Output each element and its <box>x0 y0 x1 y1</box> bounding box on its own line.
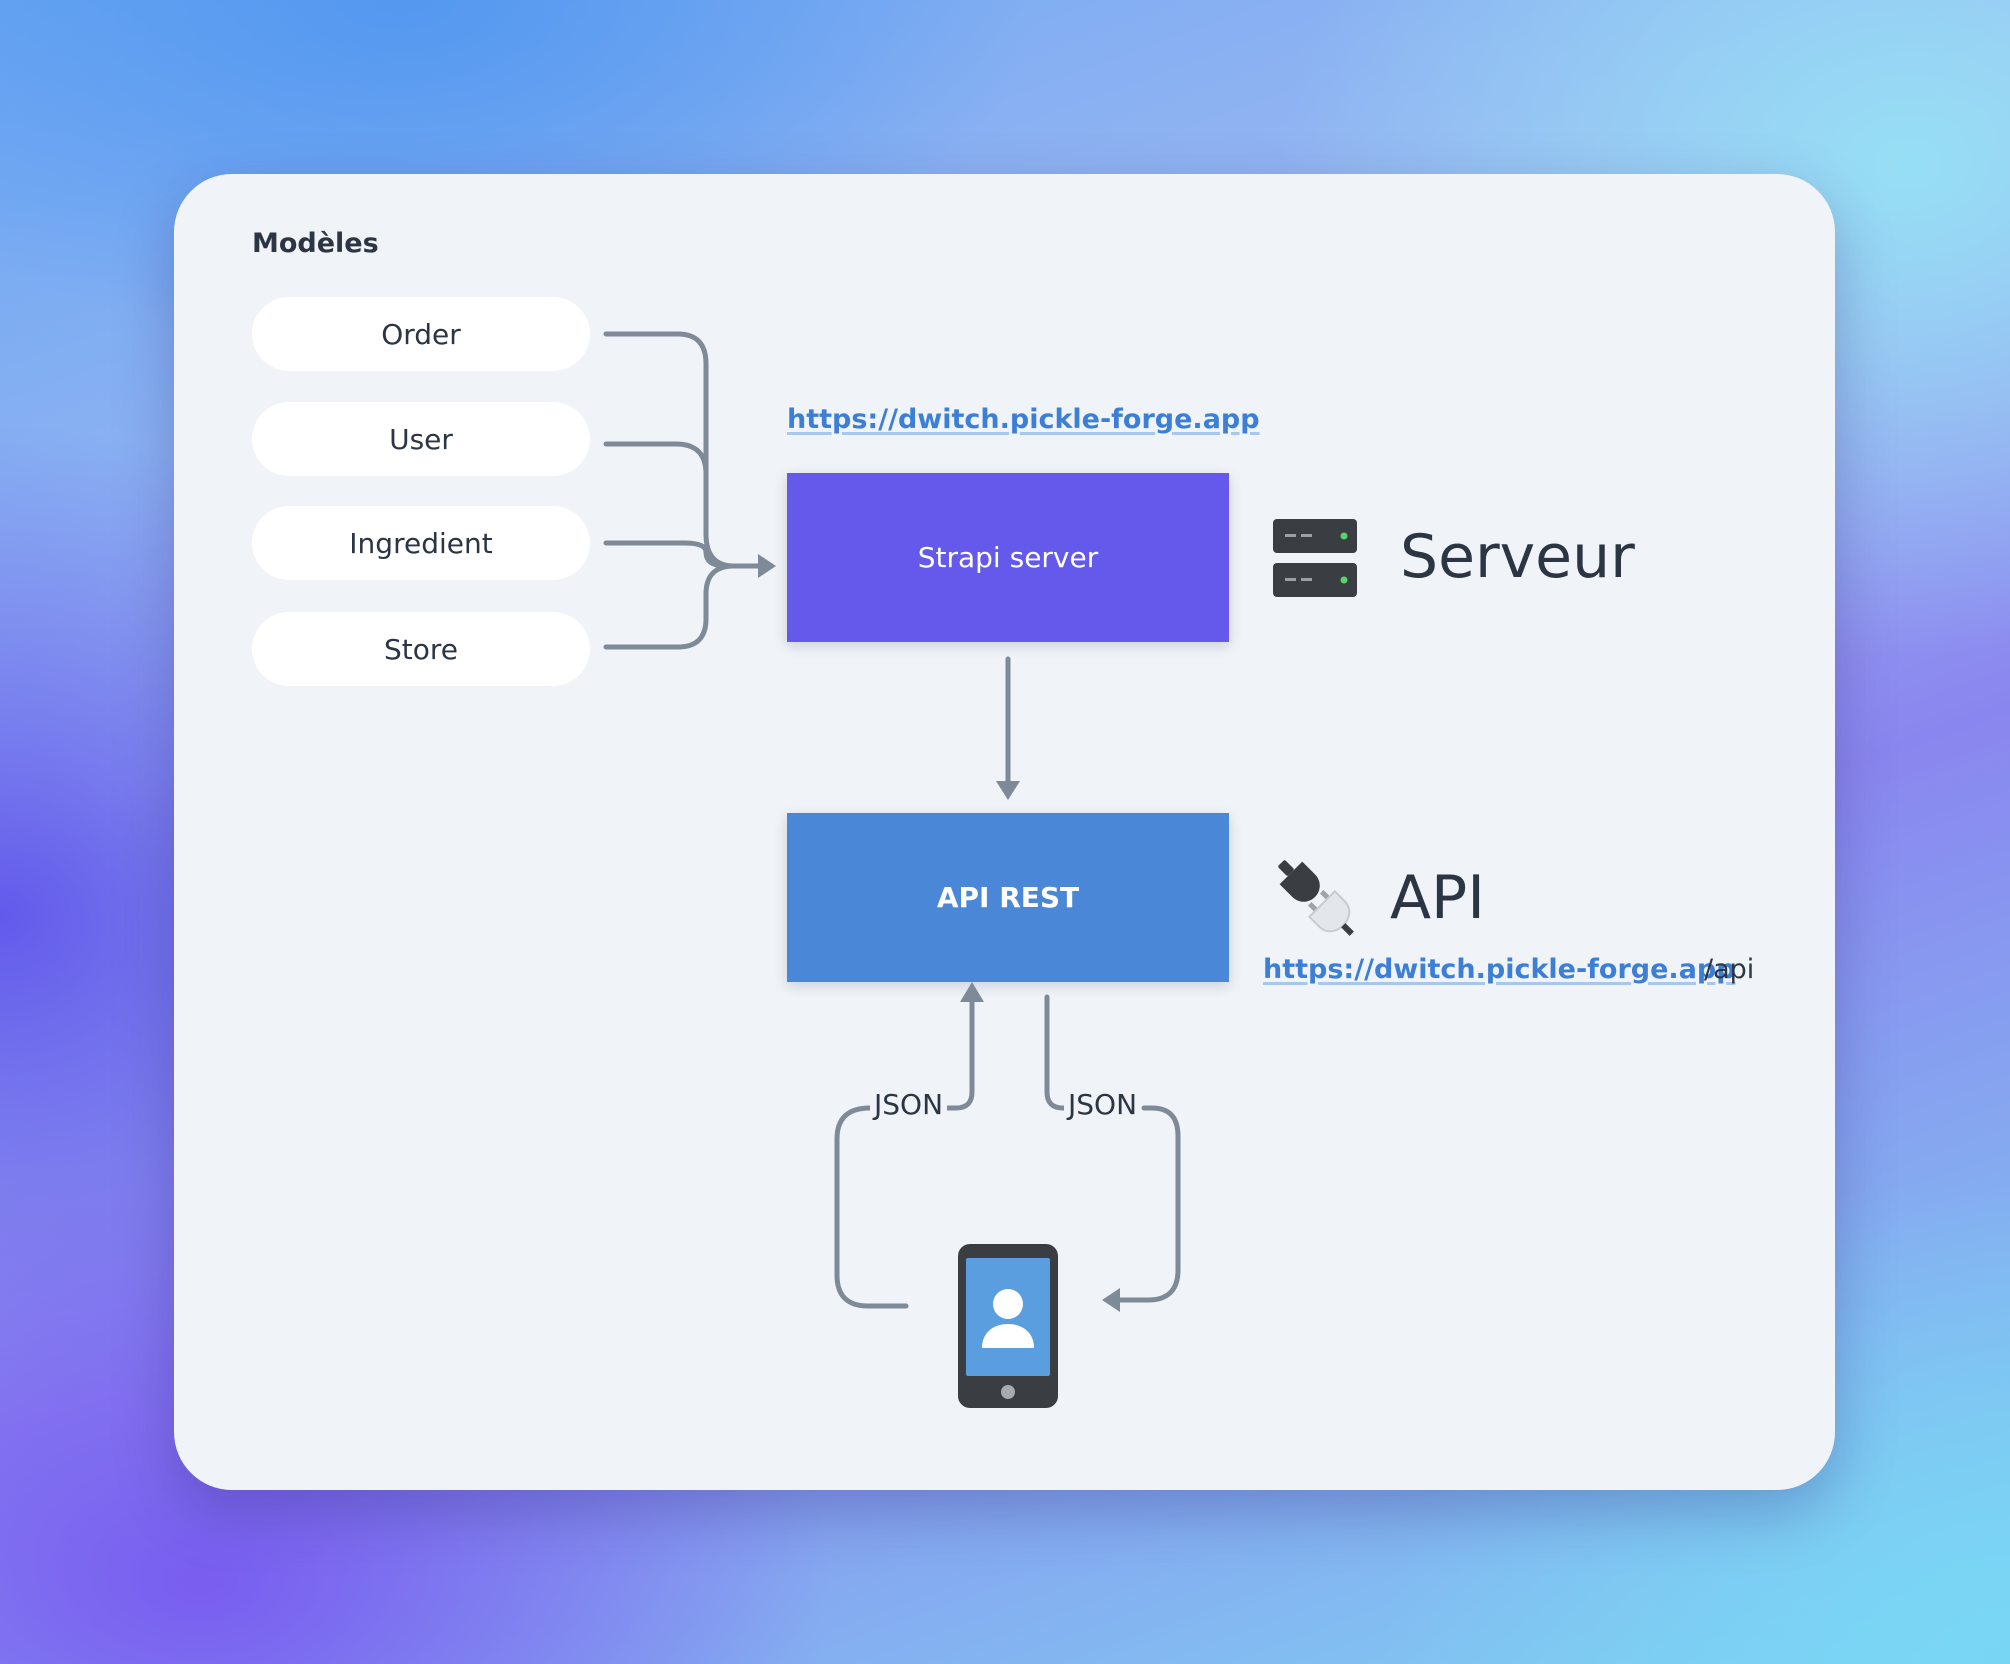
arrowhead-json-down <box>1102 1288 1120 1312</box>
arrow-json-up <box>941 994 975 1111</box>
diagram-card: Modèles Order User Ingredient Store http… <box>174 174 1835 1490</box>
plug-icon <box>1278 860 1354 936</box>
arrowhead-strapi-api <box>996 781 1020 800</box>
json-label-response: JSON <box>1064 1088 1142 1121</box>
connector-order <box>603 331 762 569</box>
smartphone-user-icon <box>958 1244 1058 1408</box>
model-pill-user: User <box>252 402 590 476</box>
api-label: API <box>1390 863 1485 933</box>
connector-user <box>603 441 709 537</box>
server-icon <box>1273 519 1357 597</box>
arrowhead-json-up <box>960 982 984 1002</box>
api-rest-box: API REST <box>787 813 1229 982</box>
server-label: Serveur <box>1400 522 1635 592</box>
arrowhead-models <box>758 554 776 578</box>
arrow-json-down-base <box>1114 1105 1181 1303</box>
api-url-link[interactable]: https://dwitch.pickle-forge.app <box>1263 954 1736 985</box>
model-pill-store: Store <box>252 612 590 686</box>
model-pill-ingredient: Ingredient <box>252 506 590 580</box>
models-heading: Modèles <box>252 228 379 259</box>
arrow-json-down <box>1044 994 1075 1111</box>
strapi-server-box: Strapi server <box>787 473 1229 642</box>
server-url-link[interactable]: https://dwitch.pickle-forge.app <box>787 404 1260 435</box>
connector-lines <box>603 331 1181 1312</box>
connector-store <box>603 563 737 650</box>
json-label-request: JSON <box>870 1088 948 1121</box>
connector-ingredient <box>603 540 729 569</box>
arrow-json-up-base <box>834 1105 909 1309</box>
api-url-suffix: /api <box>1704 954 1755 985</box>
model-pill-order: Order <box>252 297 590 371</box>
